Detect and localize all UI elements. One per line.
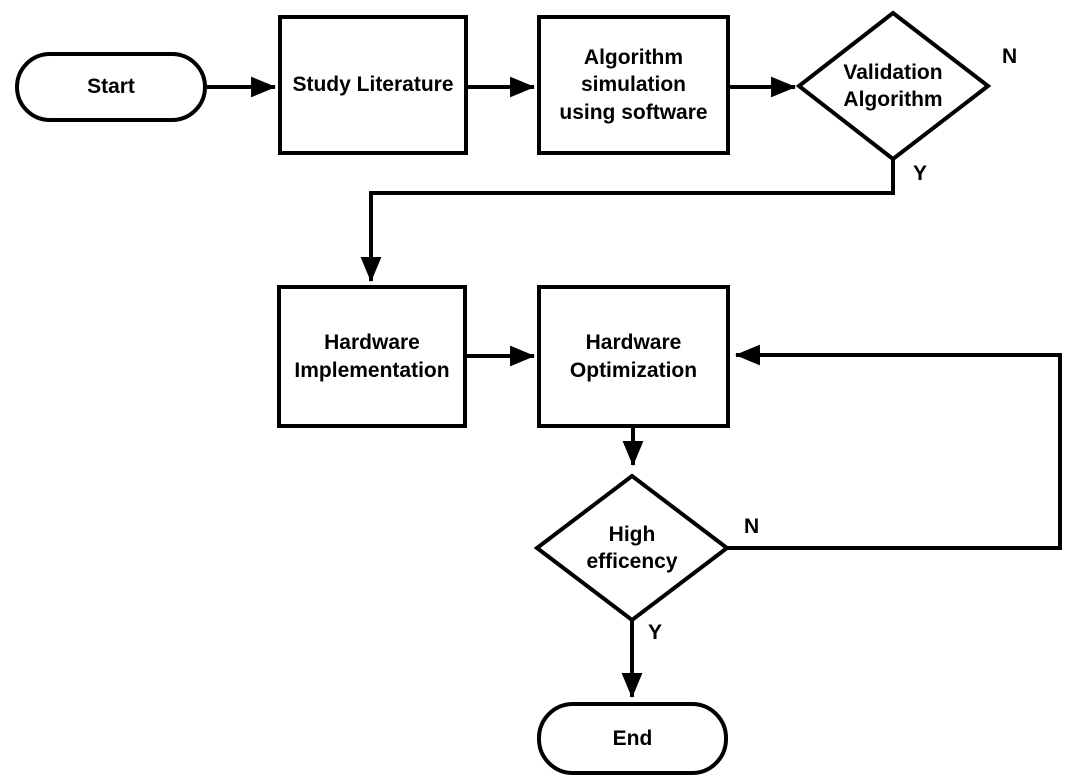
node-study-literature-label: Study Literature bbox=[292, 73, 454, 97]
edge-label-validation-no: N bbox=[1002, 45, 1018, 68]
edge-label-high-efficiency-no: N bbox=[744, 515, 760, 538]
node-hardware-optimization-label: Hardware Optimization bbox=[569, 331, 698, 382]
validation-algorithm-diamond bbox=[795, 10, 992, 162]
high-efficiency-diamond bbox=[533, 473, 731, 623]
node-validation-algorithm-label: Validation Algorithm bbox=[843, 60, 943, 111]
node-hardware-optimization: Hardware Optimization bbox=[537, 285, 730, 428]
edge-label-validation-yes: Y bbox=[913, 162, 928, 185]
edge-validation-algorithm-to-hardware-implementation bbox=[360, 159, 895, 283]
node-algorithm-simulation-label: Algorithm simulation using software bbox=[559, 46, 708, 124]
node-hardware-implementation-label: Hardware Implementation bbox=[294, 331, 450, 382]
node-algorithm-simulation: Algorithm simulation using software bbox=[537, 15, 730, 155]
node-end-label: End bbox=[612, 726, 653, 750]
node-hardware-implementation: Hardware Implementation bbox=[277, 285, 467, 428]
node-start: Start bbox=[15, 52, 207, 122]
node-end: End bbox=[537, 702, 728, 775]
edge-high-efficiency-to-hardware-optimization bbox=[728, 344, 1062, 550]
node-high-efficiency-label: High efficency bbox=[586, 522, 678, 573]
node-study-literature: Study Literature bbox=[278, 15, 468, 155]
node-start-label: Start bbox=[87, 75, 135, 99]
edge-label-high-efficiency-yes: Y bbox=[648, 621, 663, 644]
